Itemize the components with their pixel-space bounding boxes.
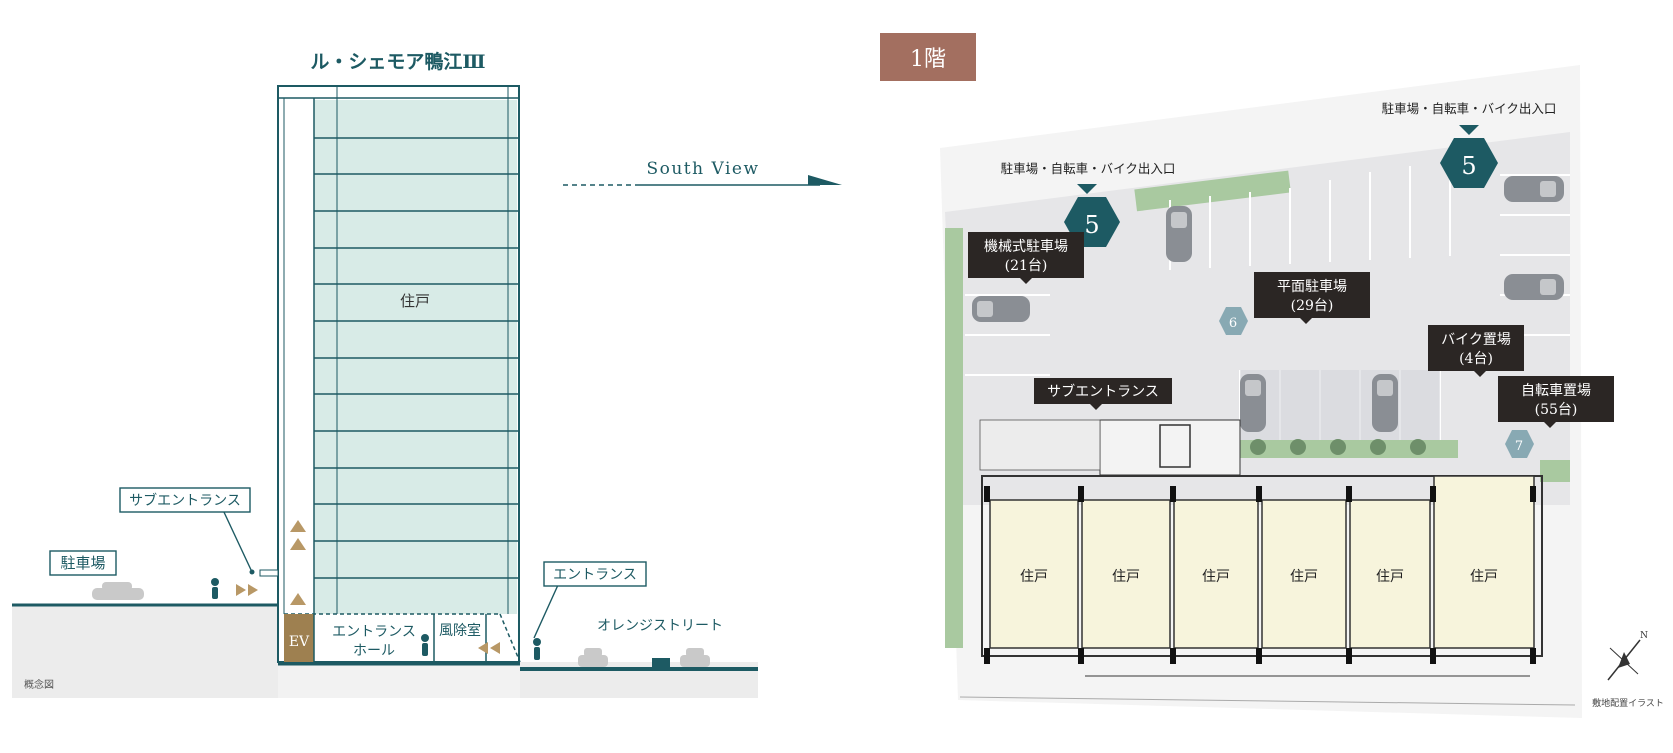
ground-mid bbox=[278, 662, 520, 698]
floor-lines bbox=[314, 137, 519, 579]
marker-6: 6 bbox=[1229, 316, 1237, 331]
residence-label: 住戸 bbox=[400, 292, 430, 310]
unit-label: 住戸 bbox=[1112, 569, 1140, 585]
parking-callout bbox=[49, 550, 117, 576]
entrance-callout bbox=[543, 561, 647, 587]
circulation-markers bbox=[236, 520, 500, 654]
sub-entrance-label: サブエントランス bbox=[129, 492, 241, 509]
south-view-label: South View bbox=[646, 159, 759, 179]
unit-label: 住戸 bbox=[1290, 569, 1318, 585]
plan-sub-entrance-label: サブエントランス bbox=[1047, 383, 1159, 400]
ev-label: EV bbox=[289, 634, 310, 650]
marker-7-icon bbox=[1505, 430, 1534, 458]
gate-number: 5 bbox=[1084, 211, 1099, 239]
compass-icon bbox=[1607, 639, 1641, 681]
parking-label: 駐車場 bbox=[60, 554, 105, 572]
building-name: ル・シェモア鴨江Ⅲ bbox=[310, 50, 485, 73]
sub-entrance-callout bbox=[119, 487, 251, 513]
gate-label: 駐車場・自転車・バイク出入口 bbox=[1382, 101, 1557, 116]
marker-7: 7 bbox=[1515, 439, 1523, 454]
residence-block bbox=[314, 100, 517, 614]
gate-label: 駐車場・自転車・バイク出入口 bbox=[1001, 161, 1176, 176]
unit-cells bbox=[989, 475, 1535, 649]
bike-parking-label: バイク置場 bbox=[1441, 332, 1511, 348]
bike-parking-count: (4台) bbox=[1459, 351, 1493, 367]
entrance-hall-label: ホール bbox=[353, 643, 395, 659]
mechanical-parking-count: (21台) bbox=[1005, 258, 1048, 274]
flat-parking-label: 平面駐車場 bbox=[1277, 278, 1347, 295]
ev-shaft bbox=[284, 614, 314, 662]
floor-badge bbox=[880, 33, 976, 81]
gate-marker-icon bbox=[1440, 138, 1498, 188]
unit-label: 住戸 bbox=[1202, 569, 1230, 585]
mechanical-parking-label: 機械式駐車場 bbox=[984, 238, 1068, 255]
hedge-west bbox=[945, 228, 963, 648]
compass-north: N bbox=[1640, 631, 1648, 641]
site-plan-caption: 敷地配置イラスト bbox=[1592, 697, 1664, 709]
marker-6-icon bbox=[1219, 307, 1248, 335]
unit-label: 住戸 bbox=[1470, 569, 1498, 585]
plan-label-boxes bbox=[968, 232, 1614, 428]
car-icons bbox=[92, 582, 710, 669]
south-view-arrow-icon bbox=[808, 175, 842, 185]
entrance-label: エントランス bbox=[553, 567, 637, 583]
section-diagram bbox=[12, 85, 842, 698]
bicycle-parking-label: 自転車置場 bbox=[1521, 382, 1591, 399]
gate-number: 5 bbox=[1461, 152, 1476, 180]
orange-street-label: オレンジストリート bbox=[597, 618, 723, 634]
floor-label: 1階 bbox=[910, 47, 946, 72]
person-icons bbox=[211, 578, 541, 660]
flat-parking-count: (29台) bbox=[1291, 298, 1334, 314]
windbreak-room-label: 風除室 bbox=[439, 622, 481, 639]
unit-label: 住戸 bbox=[1376, 569, 1404, 585]
site-plan bbox=[880, 33, 1641, 718]
ground-left bbox=[12, 606, 278, 698]
entrance-hall-label: エントランス bbox=[332, 624, 416, 640]
concept-note: 概念図 bbox=[24, 678, 54, 691]
unit-label: 住戸 bbox=[1020, 569, 1048, 585]
bicycle-parking-count: (55台) bbox=[1535, 402, 1578, 418]
